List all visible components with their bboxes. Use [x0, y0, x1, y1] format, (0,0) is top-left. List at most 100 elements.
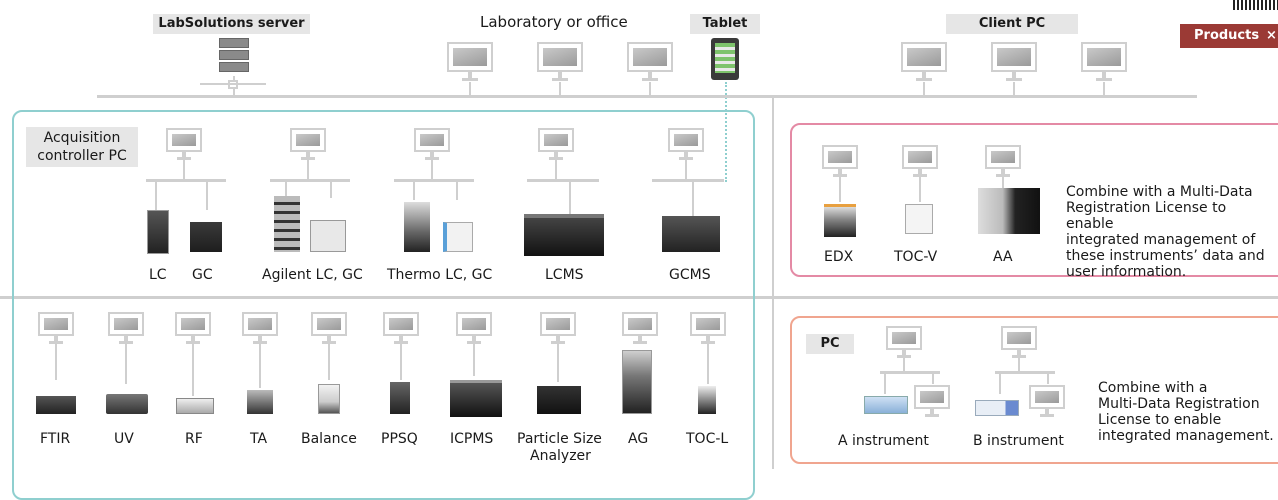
edx-instrument-icon: [824, 204, 856, 237]
ftir-instrument-icon: [36, 396, 76, 414]
instrument-label: ICPMS: [450, 431, 494, 447]
tablet-icon: [711, 38, 739, 80]
description-line: Combine with a: [1098, 380, 1208, 396]
laptop-icon: [537, 42, 583, 82]
description-line: Multi-Data Registration: [1098, 396, 1260, 412]
client-pc-icon: [991, 42, 1037, 82]
instrument-label: AG: [628, 431, 649, 447]
ag-instrument-icon: [622, 350, 652, 414]
ta-instrument-icon: [247, 390, 273, 414]
labsolutions-server-label: LabSolutions server: [153, 14, 310, 34]
instrument-label: GC: [192, 267, 213, 283]
instrument-label: LCMS: [545, 267, 584, 283]
icpms-instrument-icon: [450, 380, 502, 417]
instrument-label: EDX: [824, 249, 854, 265]
instrument-label: LC: [149, 267, 167, 283]
lc-instrument-icon: [147, 210, 169, 254]
b-instrument-icon: [975, 400, 1019, 416]
instrument-label: TOC-V: [894, 249, 938, 265]
aa-instrument-icon: [978, 188, 1040, 234]
multi-data-top-group: [790, 123, 1278, 277]
laboratory-office-label: Laboratory or office: [480, 13, 628, 31]
controller-pc-icon: [166, 128, 202, 161]
section-divider: [772, 96, 774, 469]
description-line: these instruments’ data and: [1066, 248, 1265, 264]
instrument-pc-icon: [311, 312, 347, 345]
qr-code-icon: [1233, 0, 1278, 10]
instrument-pc-icon: [886, 326, 922, 359]
thermo-instrument-icon: [404, 202, 430, 252]
products-label: Products: [1194, 28, 1260, 43]
lcms-instrument-icon: [524, 214, 604, 256]
description-line: Registration License to enable: [1066, 200, 1227, 232]
row-divider: [0, 296, 1278, 299]
instrument-pc-icon: [175, 312, 211, 345]
description-line: License to enable: [1098, 412, 1222, 428]
instrument-pc-icon: [108, 312, 144, 345]
client-pc-icon: [901, 42, 947, 82]
acquisition-pc-label: Acquisition controller PC: [26, 127, 138, 167]
description-line: integrated management of: [1066, 232, 1256, 248]
instrument-label: GCMS: [669, 267, 711, 283]
instrument-pc-icon: [1029, 385, 1065, 418]
instrument-pc-icon: [242, 312, 278, 345]
instrument-label: PPSQ: [381, 431, 418, 447]
instrument-label: TOC-L: [686, 431, 729, 447]
close-icon[interactable]: ×: [1266, 28, 1277, 43]
controller-pc-icon: [414, 128, 450, 161]
instrument-pc-icon: [902, 145, 938, 178]
controller-pc-icon: [290, 128, 326, 161]
uv-instrument-icon: [106, 394, 148, 414]
ppsq-instrument-icon: [390, 382, 410, 414]
thermo-gc-icon: [443, 222, 473, 252]
acquisition-label-line2: controller PC: [37, 148, 127, 164]
instrument-label: RF: [185, 431, 203, 447]
multi-data-top-description: Combine with a Multi-Data Registration L…: [1066, 184, 1278, 280]
laptop-icon: [627, 42, 673, 82]
balance-instrument-icon: [318, 384, 340, 414]
network-bus: [97, 95, 1197, 98]
laptop-icon: [447, 42, 493, 82]
toc-v-instrument-icon: [905, 204, 933, 234]
description-line: user information.: [1066, 264, 1187, 280]
toc-l-instrument-icon: [698, 386, 716, 414]
instrument-label: TA: [250, 431, 268, 447]
description-line: Combine with a Multi-Data: [1066, 184, 1253, 200]
instrument-label: A instrument: [838, 433, 929, 449]
controller-pc-icon: [538, 128, 574, 161]
acquisition-label-line1: Acquisition: [43, 130, 121, 146]
pc-label: PC: [806, 334, 854, 354]
instrument-pc-icon: [456, 312, 492, 345]
instrument-pc-icon: [690, 312, 726, 345]
gcms-instrument-icon: [662, 216, 720, 252]
instrument-label: B instrument: [973, 433, 1064, 449]
instrument-pc-icon: [622, 312, 658, 345]
gc-instrument-icon: [190, 222, 222, 252]
multi-data-bottom-description: Combine with a Multi-Data Registration L…: [1098, 380, 1274, 444]
multi-data-bottom-group: [790, 316, 1278, 464]
instrument-pc-icon: [540, 312, 576, 345]
instrument-pc-icon: [38, 312, 74, 345]
description-line: integrated management.: [1098, 428, 1274, 444]
instrument-label: Analyzer: [530, 448, 591, 464]
instrument-label: FTIR: [40, 431, 71, 447]
controller-pc-icon: [668, 128, 704, 161]
client-pc-label: Client PC: [946, 14, 1078, 34]
instrument-label: UV: [114, 431, 134, 447]
instrument-pc-icon: [822, 145, 858, 178]
particle-size-analyzer-icon: [537, 386, 581, 414]
products-button[interactable]: Products ×: [1180, 24, 1278, 48]
instrument-label: Balance: [301, 431, 357, 447]
server-icon: [219, 38, 249, 76]
instrument-label: Particle Size: [517, 431, 602, 447]
a-instrument-icon: [864, 396, 908, 414]
instrument-label: Thermo LC, GC: [387, 267, 493, 283]
instrument-label: AA: [993, 249, 1013, 265]
agilent-instrument-icon: [274, 196, 300, 252]
tablet-label: Tablet: [690, 14, 760, 34]
instrument-pc-icon: [914, 385, 950, 418]
agilent-gc-icon: [310, 220, 346, 252]
instrument-pc-icon: [383, 312, 419, 345]
instrument-label: Agilent LC, GC: [262, 267, 363, 283]
client-pc-icon: [1081, 42, 1127, 82]
